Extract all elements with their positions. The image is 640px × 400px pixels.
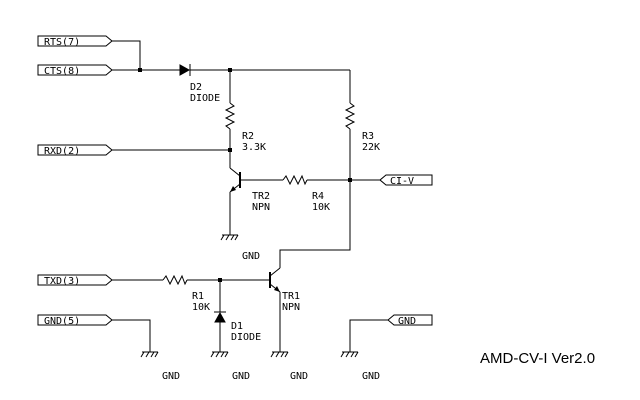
r4-value: 10K (312, 202, 330, 213)
junction-dot (218, 278, 222, 282)
port-civ-label: CI-V (390, 176, 414, 187)
port-txd: TXD(3) (37, 274, 113, 287)
ground-icon (270, 351, 289, 358)
port-gnd5: GND(5) (37, 314, 113, 327)
junctions (138, 68, 352, 282)
transistor-tr1 (269, 267, 281, 293)
port-rts-label: RTS(7) (44, 37, 80, 48)
d2-value: DIODE (190, 93, 220, 104)
tr1-ref: TR1 (282, 291, 300, 302)
r1-ref: R1 (192, 291, 204, 302)
junction-dot (138, 68, 142, 72)
port-rxd-label: RXD(2) (44, 146, 80, 157)
r3-ref: R3 (362, 131, 374, 142)
port-cts: CTS(8) (37, 64, 113, 77)
r2-ref: R2 (242, 131, 254, 142)
tr1-value: NPN (282, 302, 300, 313)
port-rxd: RXD(2) (37, 144, 113, 157)
ground-icon (210, 351, 229, 358)
d2-ref: D2 (190, 82, 202, 93)
gnd-label-port: GND (362, 371, 380, 382)
resistor-r4 (282, 174, 308, 186)
port-rts: RTS(7) (37, 35, 113, 48)
ground-icon (340, 351, 359, 358)
junction-dot (228, 68, 232, 72)
diode-d2 (179, 64, 191, 76)
transistor-tr2 (229, 167, 241, 193)
ground-icon (140, 351, 159, 358)
diode-d1 (214, 311, 226, 323)
gnd-label-tr2: GND (242, 251, 260, 262)
resistor-r2 (224, 102, 236, 130)
port-gnd-out-label: GND (398, 316, 416, 327)
port-civ: CI-V (379, 174, 433, 187)
gnd-label-d1: GND (232, 371, 250, 382)
diagram-title: AMD-CV-I Ver2.0 (480, 350, 595, 367)
wires (112, 40, 388, 352)
resistor-r1 (162, 274, 188, 286)
r2-value: 3.3K (242, 142, 266, 153)
r4-ref: R4 (312, 191, 324, 202)
d1-value: DIODE (231, 332, 261, 343)
ground-icon (220, 234, 239, 241)
gnd-label-gnd5: GND (162, 371, 180, 382)
tr2-ref: TR2 (252, 191, 270, 202)
resistor-r3 (344, 102, 356, 130)
junction-dot (348, 178, 352, 182)
gnd-label-tr1: GND (290, 371, 308, 382)
port-gnd-out: GND (387, 314, 433, 327)
tr2-value: NPN (252, 202, 270, 213)
port-gnd5-label: GND(5) (44, 316, 80, 327)
junction-dot (228, 148, 232, 152)
d1-ref: D1 (231, 321, 243, 332)
r3-value: 22K (362, 142, 380, 153)
r1-value: 10K (192, 302, 210, 313)
port-cts-label: CTS(8) (44, 66, 80, 77)
port-txd-label: TXD(3) (44, 276, 80, 287)
